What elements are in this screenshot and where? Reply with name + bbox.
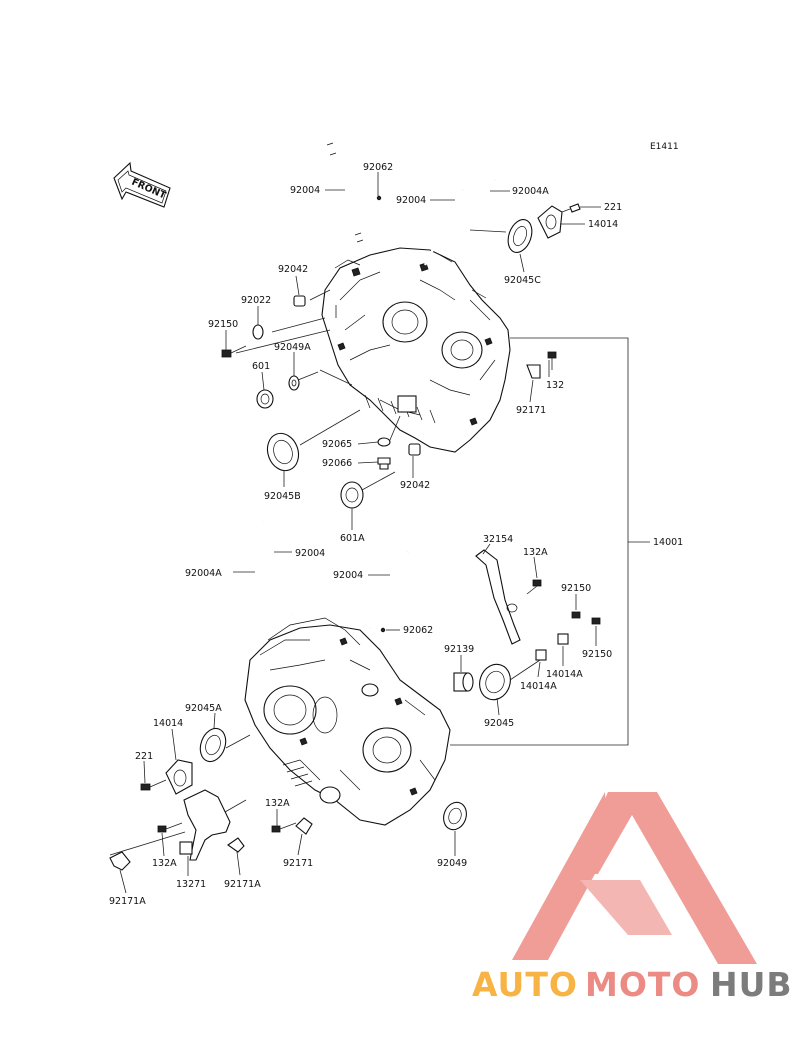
logo-word-part2: MOTO	[585, 965, 700, 1004]
label-92004-upper-left: 92004	[290, 185, 320, 196]
label-92045C: 92045C	[504, 275, 541, 286]
label-132A-left: 132A	[152, 858, 177, 869]
label-92042-upper: 92042	[278, 264, 308, 275]
part-labels: 92004 92062 92004 92004A 221 14014 92045…	[109, 162, 683, 907]
logo-word-part1: AUTO	[472, 965, 578, 1004]
dowel-92042-lower	[408, 443, 421, 456]
label-92171A-center: 92171A	[224, 879, 261, 890]
label-92066: 92066	[322, 458, 352, 469]
bearing-92045	[479, 663, 511, 701]
upper-crankcase-half	[321, 247, 511, 453]
clamp-92171A-center	[227, 837, 245, 853]
stud-bolt-short-upper	[453, 179, 497, 259]
label-92150-right-top: 92150	[561, 583, 591, 594]
label-92171A-left: 92171A	[109, 896, 146, 907]
label-14014-upper: 14014	[588, 219, 618, 230]
sleeve-92139	[453, 672, 474, 692]
logo-word-part3: HUB	[710, 965, 793, 1004]
dowel-92042-upper	[293, 295, 306, 307]
label-601A: 601A	[340, 533, 365, 544]
logo-triangle-right	[572, 792, 757, 964]
bolt-92150-right-b	[591, 617, 601, 625]
label-92049A: 92049A	[274, 342, 311, 353]
bolt-132A-lower-left	[157, 822, 183, 833]
clamp-92171-upper	[526, 364, 541, 379]
label-14014A-b: 14014A	[520, 681, 557, 692]
bolt-132A-right	[526, 579, 542, 595]
label-92062-lower: 92062	[403, 625, 433, 636]
label-92042-lower: 92042	[400, 480, 430, 491]
label-92004-upper-mid: 92004	[396, 195, 426, 206]
label-14001: 14001	[653, 537, 683, 548]
label-92065: 92065	[322, 439, 352, 450]
diagram-code: E1411	[650, 142, 679, 152]
label-92004-lower-right: 92004	[333, 570, 363, 581]
washer-92065	[377, 437, 391, 447]
bracket-13271	[179, 789, 231, 861]
label-92004A-lower: 92004A	[185, 568, 222, 579]
stud-bolt-lower-3	[368, 551, 410, 629]
clamp-92171-lower	[295, 817, 313, 835]
label-13271: 13271	[176, 879, 206, 890]
stud-bolt-lower-2	[261, 521, 294, 616]
bearing-601A	[340, 481, 364, 509]
label-92150-upper: 92150	[208, 319, 238, 330]
bolt-221-lower	[140, 779, 167, 791]
bolt-132A-lower-center	[271, 822, 297, 833]
label-132A-right: 132A	[523, 547, 548, 558]
logo-triangle-inner	[580, 880, 672, 935]
bracket-32154	[475, 549, 521, 645]
label-92171-upper: 92171	[516, 405, 546, 416]
label-92150-right-bottom: 92150	[582, 649, 612, 660]
label-221-upper: 221	[604, 202, 622, 213]
clamp-92171A-left	[109, 851, 131, 871]
cover-plate-upper	[537, 205, 563, 239]
label-132: 132	[546, 380, 564, 391]
bolt-92150-right-a	[571, 611, 581, 619]
stud-bolt-lower-1	[238, 526, 274, 629]
washer-92022	[252, 324, 264, 340]
label-132A-center: 132A	[265, 798, 290, 809]
cover-plate-lower	[165, 759, 193, 795]
label-92004-lower-left: 92004	[295, 548, 325, 559]
label-92062-upper: 92062	[363, 162, 393, 173]
oil-seal-92049	[443, 801, 467, 831]
stud-bolt-long-upper	[326, 142, 364, 251]
stud-bolt-mid-upper	[423, 189, 465, 266]
bolt-221-upper	[561, 203, 581, 213]
dowel-pin-small-lower	[380, 627, 386, 633]
label-92139: 92139	[444, 644, 474, 655]
bearing-92045B	[266, 432, 300, 472]
oil-seal-92049A	[288, 375, 300, 391]
leader-lines	[109, 172, 650, 894]
front-arrow-icon: FRONT	[113, 161, 171, 208]
collar-14014A-a	[557, 633, 569, 645]
bearing-601	[256, 389, 274, 409]
bearing-92045A	[199, 727, 227, 763]
label-92045A: 92045A	[185, 703, 222, 714]
label-92045B: 92045B	[264, 491, 301, 502]
dowel-pin-small	[376, 195, 382, 201]
bearing-92045C	[507, 219, 533, 253]
label-14014-lower: 14014	[153, 718, 183, 729]
label-92171-lower: 92171	[283, 858, 313, 869]
label-14014A-a: 14014A	[546, 669, 583, 680]
logo-triangle-left	[512, 792, 608, 960]
label-92004A-upper: 92004A	[512, 186, 549, 197]
bolt-132-upper	[547, 351, 557, 370]
collar-14014A-b	[535, 649, 547, 661]
bolt-92150-upper	[221, 345, 247, 358]
label-92049: 92049	[437, 858, 467, 869]
label-601: 601	[252, 361, 270, 372]
label-221-lower: 221	[135, 751, 153, 762]
lower-crankcase-half	[244, 617, 451, 826]
label-32154: 32154	[483, 534, 513, 545]
label-92045: 92045	[484, 718, 514, 729]
automotohub-logo: AUTO MOTO HUB	[472, 792, 793, 1004]
label-92022: 92022	[241, 295, 271, 306]
plug-92066	[377, 457, 391, 470]
